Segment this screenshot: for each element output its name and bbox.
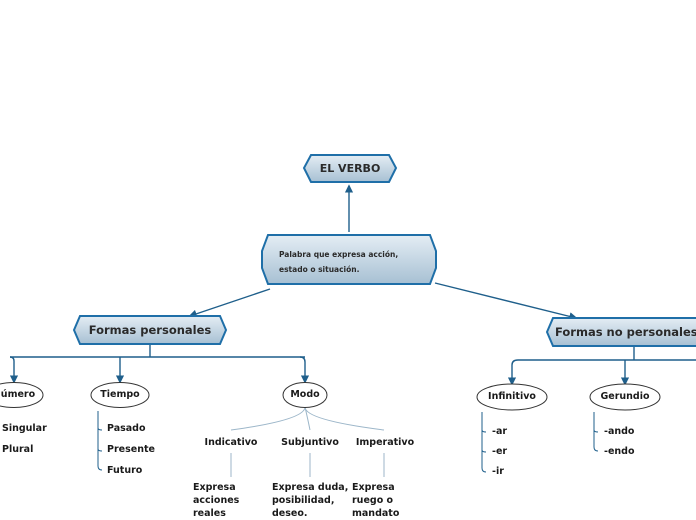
indicativo-description-line: acciones [193,495,240,506]
root-title[interactable]: EL VERBO [319,162,381,175]
imperativo-description-line: ruego o [352,495,394,506]
numero-label[interactable]: Número [0,389,36,400]
tiempo-item: Pasado [107,423,146,434]
list-connectors [97,411,599,473]
indicativo-description-line: reales [193,508,226,519]
modo-subjuntivo-label: Subjuntivo [281,437,339,448]
infinitivo-ellipse [476,383,548,411]
imperativo-description-line: Expresa [352,482,395,493]
modo-indicativo-label: Indicativo [204,437,258,448]
root-description-line2: estado o situación. [279,265,360,274]
indicativo-description: Expresa acciones reales [193,481,239,520]
gerundio-label[interactable]: Gerundio [600,391,650,402]
tiempo-list-bracket [97,411,103,471]
connectors [9,184,696,386]
imperativo-description-line: mandato [352,508,400,519]
description-node-shape [261,234,437,285]
personales-node-shape [72,315,228,345]
tiempo-label[interactable]: Tiempo [100,389,140,400]
numero-item: Singular [2,423,47,434]
gerundio-item: -endo [604,446,635,457]
numero-item: Plural [2,444,34,455]
numero-ellipse [0,382,44,408]
connector-personales-bus [10,344,305,358]
subjuntivo-description-line: Expresa duda, [272,482,349,493]
connector-root-nopersonales [434,282,578,321]
connector-to-infinitivo [507,359,519,386]
connector-to-numero [9,356,19,384]
infinitivo-list-bracket [481,412,487,473]
modo-imperativo-label: Imperativo [355,437,415,448]
modo-label[interactable]: Modo [290,389,320,400]
connector-root-personales [188,288,271,318]
nopersonales-title[interactable]: Formas no personales [555,325,696,339]
tiempo-item: Futuro [107,465,143,476]
personales-title[interactable]: Formas personales [88,323,212,337]
tiempo-item: Presente [107,444,155,455]
subjuntivo-description-line: deseo. [272,508,308,519]
infinitivo-item: -ar [492,426,508,437]
infinitivo-item: -ir [492,466,504,477]
modo-branches [230,406,385,477]
gerundio-ellipse [589,383,661,411]
connector-to-modo [299,356,310,384]
subjuntivo-description: Expresa duda, posibilidad, deseo. [272,481,348,520]
root-description-line1: Palabra que expresa acción, [279,250,399,259]
infinitivo-label[interactable]: Infinitivo [488,391,536,402]
infinitivo-item: -er [492,446,508,457]
gerundio-item: -ando [604,426,635,437]
modo-ellipse [282,382,328,408]
gerundio-list-bracket [593,412,599,452]
indicativo-description-line: Expresa [193,482,236,493]
root-title-node-shape [302,154,398,183]
subjuntivo-description-line: posibilidad, [272,495,335,506]
imperativo-description: Expresa ruego o mandato [352,481,399,520]
tiempo-ellipse [90,382,150,408]
nopersonales-node-shape [545,317,696,347]
connector-nopersonales-bus [518,346,696,361]
